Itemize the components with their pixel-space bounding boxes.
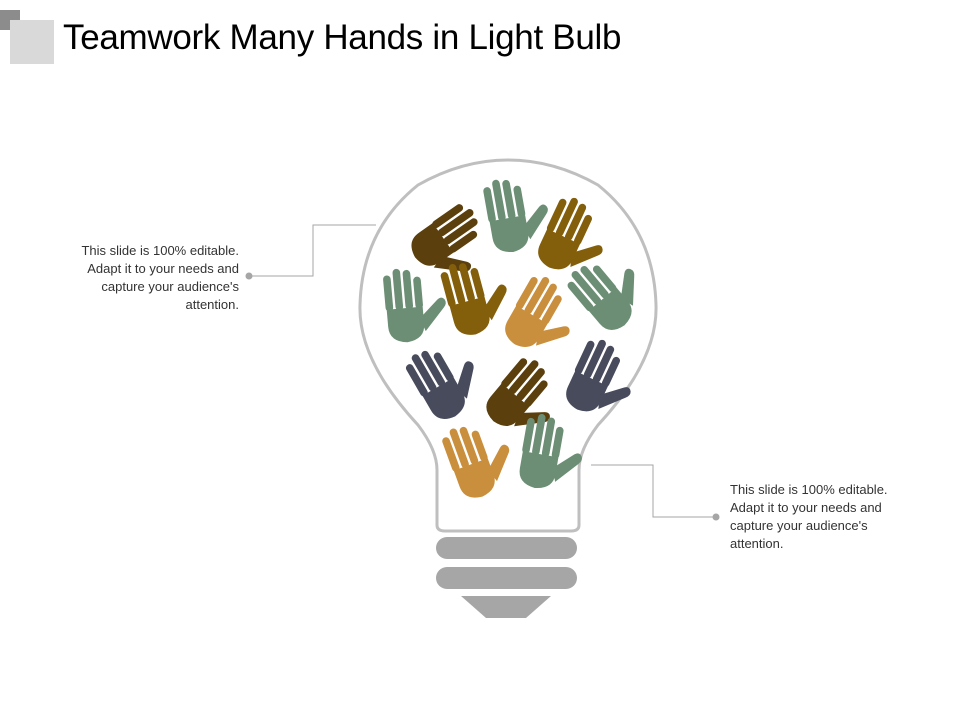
- callout-dot-left: [245, 272, 253, 280]
- bulb-outline: [358, 158, 658, 533]
- callout-text-right: This slide is 100% editable. Adapt it to…: [730, 482, 888, 551]
- callout-dot-right: [712, 513, 720, 521]
- hand-icon: [401, 331, 492, 426]
- hand-icon: [438, 252, 516, 340]
- callout-text-left: This slide is 100% editable. Adapt it to…: [81, 243, 239, 312]
- bulb-base-ring-bottom: [436, 567, 577, 589]
- callout-connector-right: [591, 464, 716, 518]
- hand-icon: [439, 412, 522, 504]
- bulb-base-ring-top: [436, 537, 577, 559]
- callout-connector-left: [249, 224, 376, 277]
- slide-title: Teamwork Many Hands in Light Bulb: [63, 18, 622, 57]
- hand-icon: [382, 264, 449, 344]
- corner-accent-light: [10, 20, 54, 64]
- hands-cluster: [382, 171, 657, 504]
- bulb-base-tip: [461, 596, 551, 618]
